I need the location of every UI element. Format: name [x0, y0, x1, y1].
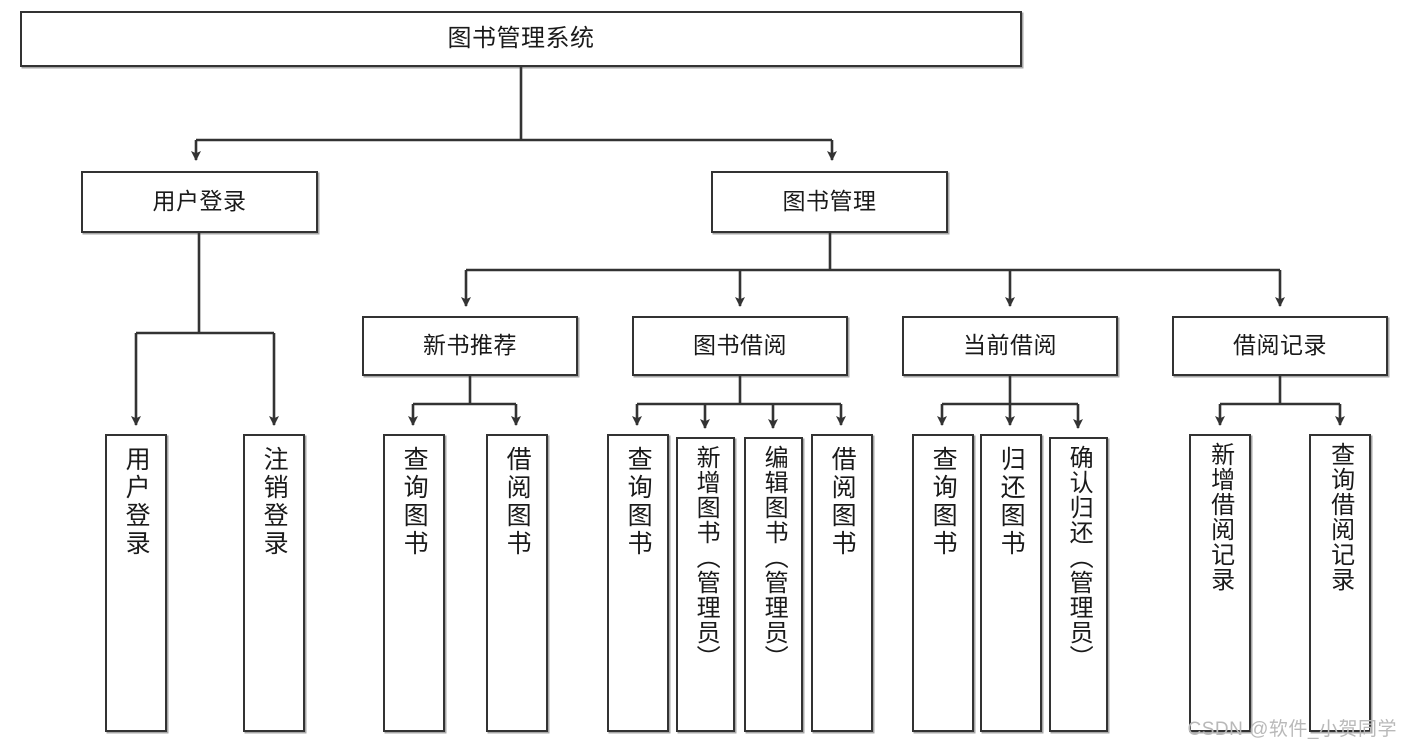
- node-current-borrow[interactable]: 当前借阅: [902, 316, 1118, 376]
- node-label: 用户登录: [122, 446, 151, 558]
- node-label: 查询图书: [400, 446, 429, 558]
- node-label: 新增图书（管理员）: [692, 445, 720, 670]
- leaf-current-borrow-query[interactable]: 查询图书: [912, 434, 974, 732]
- leaf-book-borrow-borrow[interactable]: 借阅图书: [811, 434, 873, 732]
- node-label: 查询图书: [929, 446, 958, 558]
- leaf-borrow-record-query[interactable]: 查询借阅记录: [1309, 434, 1371, 732]
- node-borrow-record[interactable]: 借阅记录: [1172, 316, 1388, 376]
- node-book-borrow[interactable]: 图书借阅: [632, 316, 848, 376]
- leaf-book-borrow-query[interactable]: 查询图书: [607, 434, 669, 732]
- leaf-user-login-signout[interactable]: 注销登录: [243, 434, 305, 732]
- leaf-new-book-query[interactable]: 查询图书: [383, 434, 445, 732]
- node-label: 借阅记录: [1233, 332, 1327, 359]
- csdn-watermark: CSDN @软件_小贺同学: [1187, 719, 1397, 740]
- node-label: 新书推荐: [423, 332, 517, 359]
- node-label: 借阅图书: [828, 446, 857, 558]
- node-label: 图书管理系统: [447, 24, 595, 52]
- node-label: 新增借阅记录: [1206, 442, 1234, 592]
- node-label: 图书借阅: [693, 332, 787, 359]
- leaf-new-book-borrow[interactable]: 借阅图书: [486, 434, 548, 732]
- node-label: 借阅图书: [503, 446, 532, 558]
- leaf-current-borrow-confirm-return[interactable]: 确认归还（管理员）: [1049, 437, 1108, 732]
- node-new-book-recommend[interactable]: 新书推荐: [362, 316, 578, 376]
- node-label: 图书管理: [782, 188, 877, 215]
- leaf-borrow-record-add[interactable]: 新增借阅记录: [1189, 434, 1251, 732]
- node-label: 注销登录: [260, 446, 289, 558]
- node-label: 编辑图书（管理员）: [760, 445, 788, 670]
- leaf-book-borrow-add[interactable]: 新增图书（管理员）: [676, 437, 735, 732]
- node-label: 归还图书: [997, 446, 1026, 558]
- node-label: 当前借阅: [963, 332, 1057, 359]
- node-root-system[interactable]: 图书管理系统: [20, 11, 1022, 67]
- leaf-current-borrow-return[interactable]: 归还图书: [980, 434, 1042, 732]
- node-book-management[interactable]: 图书管理: [711, 171, 948, 233]
- node-label: 确认归还（管理员）: [1065, 445, 1093, 670]
- leaf-book-borrow-edit[interactable]: 编辑图书（管理员）: [744, 437, 803, 732]
- node-label: 用户登录: [152, 188, 247, 215]
- node-label: 查询图书: [624, 446, 653, 558]
- node-user-login[interactable]: 用户登录: [81, 171, 318, 233]
- leaf-user-login-signin[interactable]: 用户登录: [105, 434, 167, 732]
- node-label: 查询借阅记录: [1326, 442, 1354, 592]
